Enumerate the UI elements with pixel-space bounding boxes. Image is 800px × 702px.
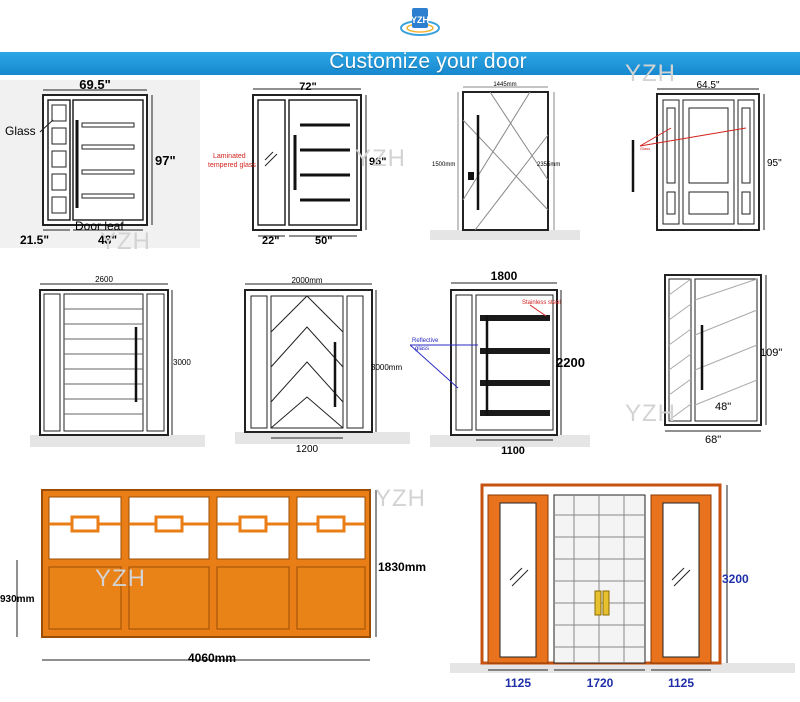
watermark: YZH — [375, 485, 426, 512]
watermark: YZH — [625, 400, 676, 427]
door8-leaf-width: 48" — [715, 401, 731, 413]
door-panel-9: 1830mm 930mm 4060mm — [0, 480, 440, 680]
door8-height: 109" — [760, 347, 782, 359]
door6-width: 2000mm — [291, 276, 322, 285]
yzh-logo-icon: YZH — [400, 8, 440, 36]
door5-width: 2600 — [95, 275, 113, 284]
door10-side-right: 1125 — [668, 676, 694, 690]
door7-width: 1800 — [491, 270, 518, 283]
door10-side-left: 1125 — [505, 676, 531, 690]
door7-steel-note: Stainless steel — [522, 300, 561, 306]
door10-height: 3200 — [722, 572, 749, 586]
watermark: YZH — [625, 60, 676, 87]
door1-leaf-label: Door leaf — [75, 219, 124, 233]
door1-side: 21.5" — [20, 233, 49, 247]
door6-height: 3000mm — [371, 363, 402, 372]
title-band — [0, 52, 800, 75]
door-panel-4: 64.5" 95" Glass — [630, 80, 790, 240]
door1-width: 69.5" — [79, 80, 110, 92]
door10-center: 1720 — [587, 676, 614, 690]
door1-glass-label: Glass — [5, 124, 36, 138]
door2-leaf-width: 50" — [315, 235, 332, 247]
door1-height: 97" — [155, 153, 176, 168]
door7-glass-note-2: glass — [415, 346, 429, 352]
door-panel-10: 3200 1125 1720 1125 — [450, 480, 795, 697]
door2-side: 22" — [262, 235, 279, 247]
door2-glass-note-1: Laminated — [213, 153, 246, 160]
door4-note: Glass — [640, 146, 650, 151]
watermark: YZH — [100, 228, 151, 255]
door-panel-7: 1800 2200 1100 Stainless steel Reflectiv… — [409, 269, 590, 460]
door1-leaf-width: 48" — [98, 233, 117, 247]
door2-width: 72" — [299, 81, 316, 93]
door7-leaf-width: 1100 — [501, 445, 525, 457]
page-title: Customize your door — [329, 50, 527, 73]
door8-width: 68" — [705, 434, 721, 445]
door-panel-6: 2000mm 3000mm 1200 — [235, 272, 415, 457]
door4-height: 95" — [767, 158, 782, 169]
door9-width: 4060mm — [188, 651, 236, 665]
door6-leaf-width: 1200 — [296, 444, 319, 455]
watermark: YZH — [355, 145, 406, 172]
door3-width: 1445mm — [493, 82, 516, 88]
watermark: YZH — [95, 565, 146, 592]
door5-height: 3000 — [173, 358, 191, 367]
header-banner: YZH Customize your door — [0, 0, 800, 75]
door9-height: 1830mm — [378, 560, 426, 574]
door7-glass-note-1: Reflective — [412, 338, 439, 344]
door-panel-2: 72" 96" Laminated tempered glass 22" 50" — [205, 80, 405, 248]
door2-height: 96" — [369, 156, 386, 168]
door7-height: 2200 — [556, 355, 585, 370]
door-panel-3: 1445mm 1500mm 2355mm — [430, 80, 580, 240]
door3-left-height: 1500mm — [432, 162, 455, 168]
door-panel-5: 2600 3000 — [30, 272, 205, 447]
svg-text:YZH: YZH — [411, 15, 429, 25]
door3-height: 2355mm — [537, 162, 560, 168]
door-panel-1: 69.5" 97" Glass Door leaf 21.5" 48" — [0, 77, 200, 248]
door-panel-8: 109" 48" 68" — [655, 270, 795, 446]
door9-lower-height: 930mm — [0, 594, 35, 605]
door2-glass-note-2: tempered glass — [208, 162, 256, 169]
door4-width: 64.5" — [696, 80, 719, 91]
